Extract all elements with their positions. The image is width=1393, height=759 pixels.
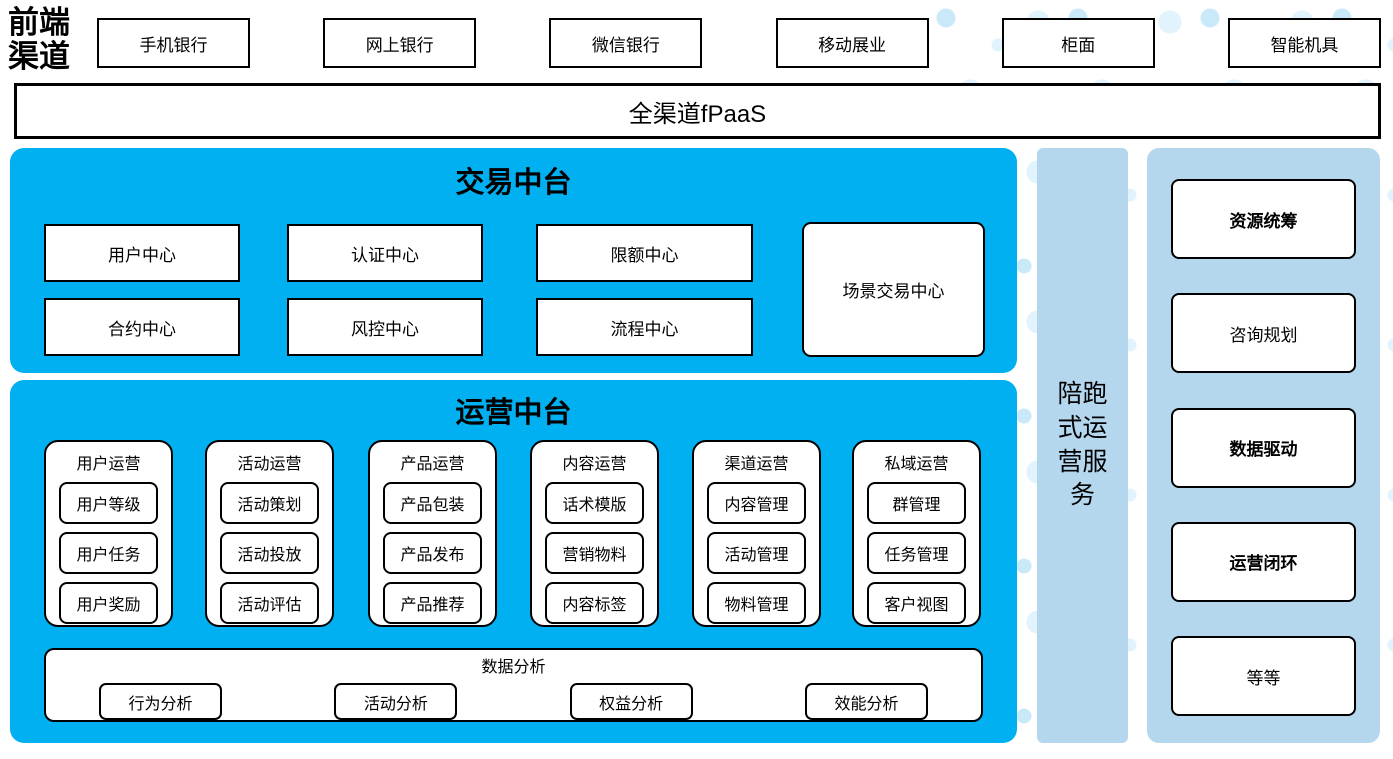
ops-col-activity: 活动运营 活动策划 活动投放 活动评估 [205, 440, 334, 627]
trade-box-limit-center: 限额中心 [536, 224, 753, 282]
front-channels-label: 前端渠道 [8, 5, 70, 75]
ops-item: 活动管理 [707, 532, 806, 574]
fpaas-bar: 全渠道fPaaS [14, 83, 1381, 139]
ops-item: 用户等级 [59, 482, 158, 524]
ops-item: 产品发布 [383, 532, 482, 574]
ops-col-private: 私域运营 群管理 任务管理 客户视图 [852, 440, 981, 627]
data-analysis-row: 行为分析 活动分析 权益分析 效能分析 [46, 683, 981, 720]
ops-platform-container: 运营中台 用户运营 用户等级 用户任务 用户奖励 活动运营 活动策划 活动投放 … [10, 380, 1017, 743]
ops-item: 活动评估 [220, 582, 319, 624]
ops-col-content: 内容运营 话术模版 营销物料 内容标签 [530, 440, 659, 627]
ops-col-title: 活动运营 [237, 456, 302, 473]
data-analysis-title: 数据分析 [481, 659, 546, 676]
accompany-service-bar: 陪跑式运营服务 [1037, 148, 1128, 743]
analysis-box-behavior: 行为分析 [99, 683, 222, 720]
ops-item: 物料管理 [707, 582, 806, 624]
ops-item: 营销物料 [545, 532, 644, 574]
trade-platform-title: 交易中台 [455, 167, 572, 199]
ops-item: 话术模版 [545, 482, 644, 524]
analysis-box-activity: 活动分析 [334, 683, 458, 720]
front-channels-row: 手机银行 网上银行 微信银行 移动展业 柜面 智能机具 [97, 18, 1381, 68]
ops-col-title: 用户运营 [76, 456, 141, 473]
trade-box-auth-center: 认证中心 [287, 224, 483, 282]
service-items-panel: 资源统筹 咨询规划 数据驱动 运营闭环 等等 [1147, 148, 1380, 743]
trade-box-scene-trade-center: 场景交易中心 [802, 222, 985, 357]
service-box-ops-loop: 运营闭环 [1171, 521, 1356, 602]
ops-col-title: 内容运营 [562, 456, 627, 473]
ops-col-channel: 渠道运营 内容管理 活动管理 物料管理 [692, 440, 821, 627]
ops-item: 内容标签 [545, 582, 644, 624]
service-box-consulting: 咨询规划 [1171, 293, 1356, 374]
trade-box-risk-center: 风控中心 [287, 298, 483, 356]
ops-item: 用户奖励 [59, 582, 158, 624]
ops-item: 产品推荐 [383, 582, 482, 624]
trade-box-process-center: 流程中心 [536, 298, 753, 356]
trade-box-user-center: 用户中心 [44, 224, 240, 282]
data-analysis-strip: 数据分析 行为分析 活动分析 权益分析 效能分析 [44, 648, 983, 722]
ops-item: 客户视图 [867, 582, 966, 624]
ops-item: 任务管理 [867, 532, 966, 574]
channel-box-mobile-marketing: 移动展业 [775, 18, 929, 68]
ops-item: 用户任务 [59, 532, 158, 574]
service-box-etc: 等等 [1171, 636, 1356, 716]
channel-box-mobile-banking: 手机银行 [97, 18, 250, 68]
service-box-resource-planning: 资源统筹 [1171, 179, 1356, 259]
channel-box-counter: 柜面 [1001, 18, 1155, 68]
channel-box-wechat-banking: 微信银行 [549, 18, 703, 68]
trade-box-contract-center: 合约中心 [44, 298, 240, 356]
ops-col-title: 渠道运营 [724, 456, 789, 473]
service-box-data-driven: 数据驱动 [1171, 407, 1356, 488]
ops-platform-title: 运营中台 [455, 397, 572, 429]
ops-col-user: 用户运营 用户等级 用户任务 用户奖励 [44, 440, 173, 627]
channel-box-smart-devices: 智能机具 [1227, 18, 1381, 68]
ops-item: 群管理 [867, 482, 966, 524]
ops-col-title: 产品运营 [400, 456, 465, 473]
ops-item: 活动策划 [220, 482, 319, 524]
ops-item: 内容管理 [707, 482, 806, 524]
analysis-box-rights: 权益分析 [569, 683, 693, 720]
ops-item: 产品包装 [383, 482, 482, 524]
ops-item: 活动投放 [220, 532, 319, 574]
accompany-service-label: 陪跑式运营服务 [1057, 380, 1108, 510]
trade-platform-container: 交易中台 用户中心 认证中心 限额中心 合约中心 风控中心 流程中心 场景交易中… [10, 148, 1017, 373]
ops-col-product: 产品运营 产品包装 产品发布 产品推荐 [368, 440, 497, 627]
analysis-box-efficiency: 效能分析 [804, 683, 928, 720]
channel-box-online-banking: 网上银行 [323, 18, 477, 68]
ops-col-title: 私域运营 [884, 456, 949, 473]
